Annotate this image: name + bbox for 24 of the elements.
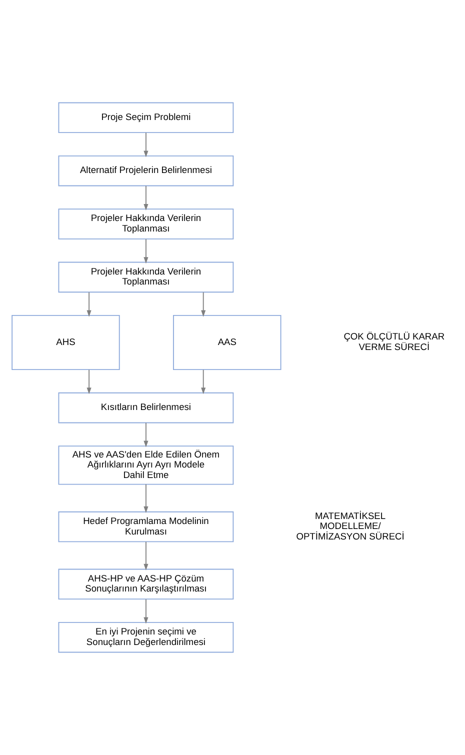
label: MATEMATİKSEL MODELLEME/ OPTİMİZASYON SÜRECİ — [296, 510, 404, 542]
node-box: En iyi Projenin seçimi ve Sonuçların Değerlendirilmesi — [58, 622, 234, 653]
node-box: Projeler Hakkında Verilerin Toplanması — [58, 262, 234, 293]
node-box: Hedef Programlama Modelinin Kurulması — [58, 511, 234, 542]
node-box: AHS-HP ve AAS-HP Çözüm Sonuçlarının Karşılaştırılması — [58, 568, 234, 600]
arrow — [86, 292, 92, 317]
arrow — [144, 132, 148, 158]
label: ÇOK ÖLÇÜTLÜ KARAR VERME SÜRECİ — [344, 332, 445, 352]
node-box: Kısıtların Belirlenmesi — [58, 392, 234, 424]
arrow — [144, 238, 148, 264]
arrow — [201, 292, 206, 317]
arrow — [144, 185, 148, 210]
arrow — [86, 369, 92, 394]
node-box: Proje Seçim Problemi — [58, 102, 234, 134]
arrow — [144, 598, 148, 624]
arrow — [144, 422, 148, 448]
arrow — [144, 484, 148, 513]
node-box: AHS ve AAS'den Elde Edilen Önem Ağırlıklarını Ayrı Ayrı Modele Dahil Etme — [58, 446, 234, 485]
arrow — [201, 369, 206, 394]
arrow — [144, 541, 148, 570]
node-box: Projeler Hakkında Verilerin Toplanması — [58, 208, 234, 240]
node-box: AHS — [12, 314, 120, 370]
node-box: Alternatif Projelerin Belirlenmesi — [58, 155, 234, 186]
node-box: AAS — [173, 314, 282, 370]
